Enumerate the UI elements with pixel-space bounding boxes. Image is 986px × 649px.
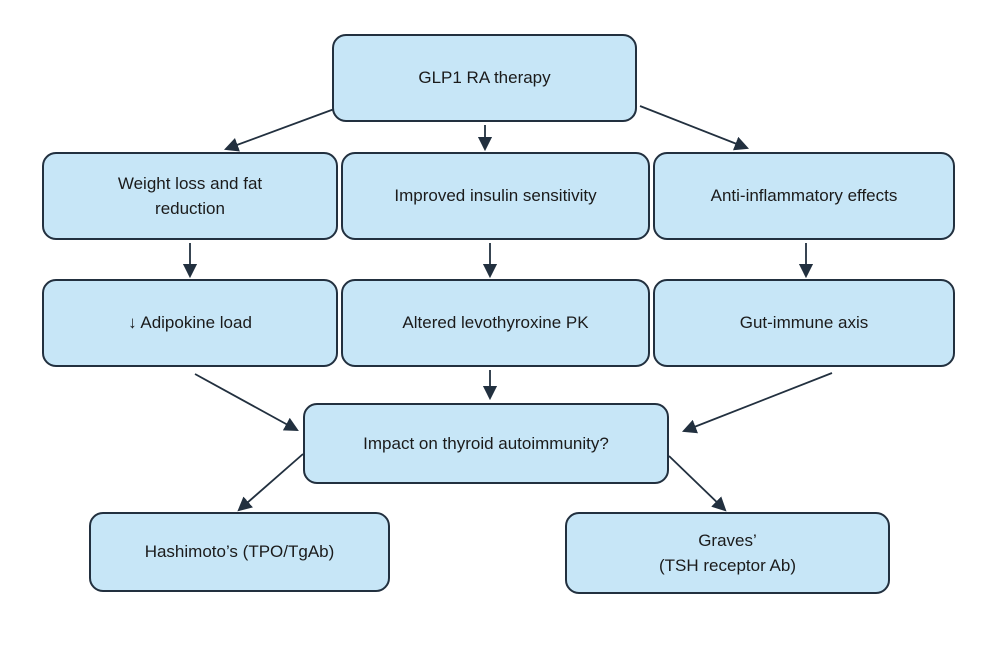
arrow-gut-immune-to-impact [681, 372, 833, 434]
arrow-glp1-to-weight-loss [223, 107, 338, 152]
arrow-adipokine-to-impact [194, 373, 299, 432]
node-anti-inflammatory-effects: Anti-inflammatory effects [653, 152, 955, 240]
node-weight-loss-fat-reduction: Weight loss and fat reduction [42, 152, 338, 240]
node-altered-levothyroxine-pk: Altered levothyroxine PK [341, 279, 650, 367]
node-impact-thyroid-autoimmunity: Impact on thyroid autoimmunity? [303, 403, 669, 484]
node-glp1-ra-therapy: GLP1 RA therapy [332, 34, 637, 122]
node-graves: Graves’ (TSH receptor Ab) [565, 512, 890, 594]
node-hashimotos: Hashimoto’s (TPO/TgAb) [89, 512, 390, 592]
node-gut-immune-axis: Gut-immune axis [653, 279, 955, 367]
arrow-impact-to-graves [668, 455, 727, 512]
node-adipokine-load: ↓ Adipokine load [42, 279, 338, 367]
arrow-impact-to-hashimoto [237, 453, 304, 512]
node-improved-insulin-sensitivity: Improved insulin sensitivity [341, 152, 650, 240]
arrow-glp1-to-anti-inflammatory [639, 105, 750, 151]
